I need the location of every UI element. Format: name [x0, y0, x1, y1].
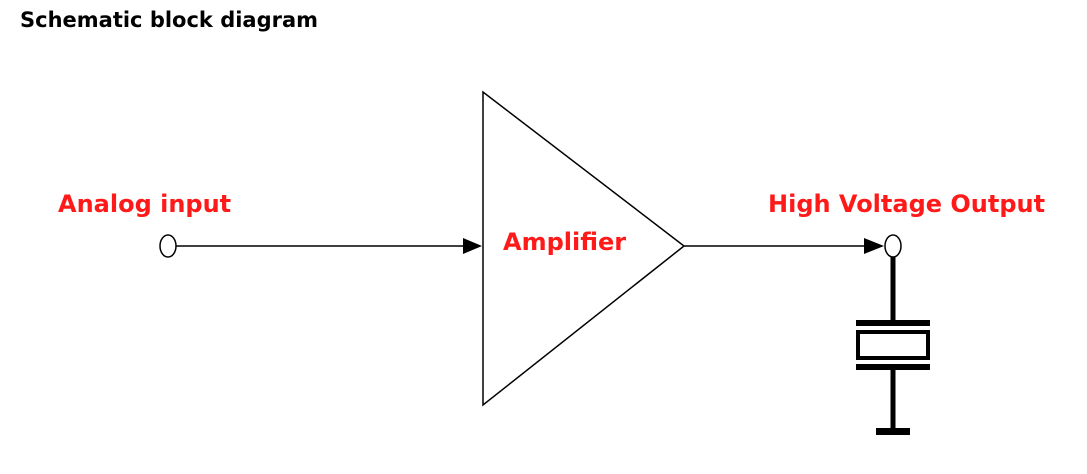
- ground-icon: [876, 428, 910, 435]
- input-arrow-icon: [463, 238, 482, 254]
- output-terminal-icon: [884, 234, 902, 258]
- piezo-crystal-icon: [856, 257, 930, 430]
- input-terminal-icon: [159, 234, 177, 258]
- output-arrow-icon: [864, 238, 884, 254]
- page-title: Schematic block diagram: [20, 8, 319, 32]
- amplifier-label: Amplifier: [503, 228, 626, 256]
- analog-input-label: Analog input: [58, 190, 231, 218]
- amplifier-triangle-icon: [482, 90, 686, 407]
- high-voltage-output-label: High Voltage Output: [768, 190, 1045, 218]
